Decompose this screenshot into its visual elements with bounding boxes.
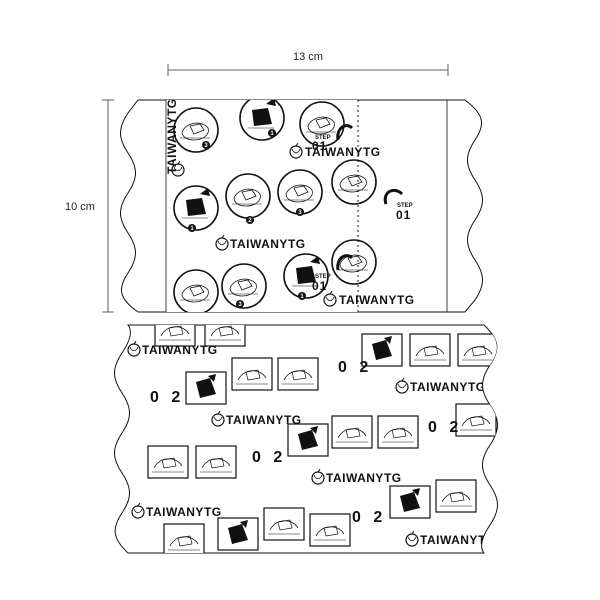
width-label: 13 cm (293, 51, 323, 63)
svg-text:01: 01 (396, 208, 411, 222)
top-wrapper-panel: 3 1 1 2 3 1 3 TAIWANYTG TAIWANYTG (120, 98, 483, 313)
illustration-icon (331, 415, 373, 449)
brand-mark: TAIWANYTG (215, 234, 306, 251)
brand-mark: TAIWANYTG (289, 142, 381, 159)
badge-number: 2 (248, 218, 252, 224)
badge-number: 1 (190, 226, 194, 232)
svg-text:TAIWANYTG: TAIWANYTG (142, 343, 218, 357)
illustration-icon (173, 107, 219, 153)
badge-number: 1 (300, 294, 304, 300)
svg-text:TAIWANYTG: TAIWANYTG (410, 380, 486, 394)
svg-text:STEP: STEP (315, 274, 331, 280)
illustration-icon (331, 159, 377, 205)
illustration-icon (277, 357, 319, 391)
illustration-icon (154, 325, 196, 347)
badge-number: 3 (204, 143, 208, 149)
width-dimension: 13 cm (167, 51, 449, 76)
brand-mark: TAIWANYTG (165, 98, 185, 177)
svg-text:STEP: STEP (397, 203, 413, 209)
height-dimension: 10 cm (65, 99, 114, 313)
illustration-icon (217, 517, 259, 551)
badge-number: 3 (298, 210, 302, 216)
illustration-icon (277, 169, 323, 215)
illustration-icon (163, 523, 205, 553)
illustration-icon (173, 185, 219, 231)
brand-mark: TAIWANYTG (211, 410, 302, 427)
svg-text:STEP: STEP (315, 135, 331, 141)
svg-text:01: 01 (312, 279, 327, 293)
brand-mark: TAIWANYTG (311, 468, 402, 485)
illustration-icon (409, 333, 451, 367)
curved-arrow-icon (383, 188, 404, 205)
svg-text:TAIWANYTG: TAIWANYTG (420, 533, 496, 547)
brand-mark: TAIWANYTG (127, 340, 218, 357)
curved-arrow-icon (336, 254, 354, 271)
bottom-wrapper-panel: 0 2 0 2 0 2 0 2 0 2 TAIWANYTG TAIWANYTG … (114, 324, 498, 554)
illustration-icon (221, 263, 267, 309)
step2-label: 0 2 (252, 449, 286, 466)
illustration-icon (435, 479, 477, 513)
illustration-icon (147, 445, 189, 479)
step1-main-label: STEP 01 (383, 188, 413, 222)
illustration-icon (457, 333, 498, 367)
height-label: 10 cm (65, 201, 95, 213)
svg-text:TAIWANYTG: TAIWANYTG (165, 98, 179, 174)
illustration-icon (225, 173, 271, 219)
step1-label: STEP 01 (312, 124, 354, 153)
brand-mark: TAIWANYTG (405, 530, 496, 547)
illustration-icon (377, 415, 419, 449)
step1-pattern-area: 3 1 1 2 3 1 3 TAIWANYTG TAIWANYTG (165, 98, 415, 312)
step2-label: 0 2 (150, 389, 184, 406)
svg-text:TAIWANYTG: TAIWANYTG (305, 145, 381, 159)
illustration-icon (204, 325, 246, 347)
illustration-icon (263, 507, 305, 541)
brand-mark: TAIWANYTG (395, 377, 486, 394)
svg-text:TAIWANYTG: TAIWANYTG (146, 505, 222, 519)
step2-label: 0 2 (428, 419, 462, 436)
illustration-icon (309, 513, 351, 547)
svg-text:TAIWANYTG: TAIWANYTG (339, 293, 415, 307)
badge-number: 3 (238, 302, 242, 308)
svg-text:TAIWANYTG: TAIWANYTG (226, 413, 302, 427)
illustration-icon (195, 445, 237, 479)
curved-arrow-icon (336, 124, 354, 141)
illustration-icon (239, 100, 285, 141)
brand-mark: TAIWANYTG (131, 502, 222, 519)
illustration-icon (173, 269, 219, 312)
illustration-icon (389, 485, 431, 519)
illustration-icon (287, 423, 329, 457)
step2-label: 0 2 (338, 359, 372, 376)
illustration-icon (231, 357, 273, 391)
svg-text:TAIWANYTG: TAIWANYTG (326, 471, 402, 485)
illustration-icon (185, 371, 227, 405)
step1-label: STEP 01 (312, 254, 354, 293)
step2-label: 0 2 (352, 509, 386, 526)
badge-number: 1 (270, 131, 274, 137)
svg-text:01: 01 (312, 139, 327, 153)
svg-text:TAIWANYTG: TAIWANYTG (230, 237, 306, 251)
